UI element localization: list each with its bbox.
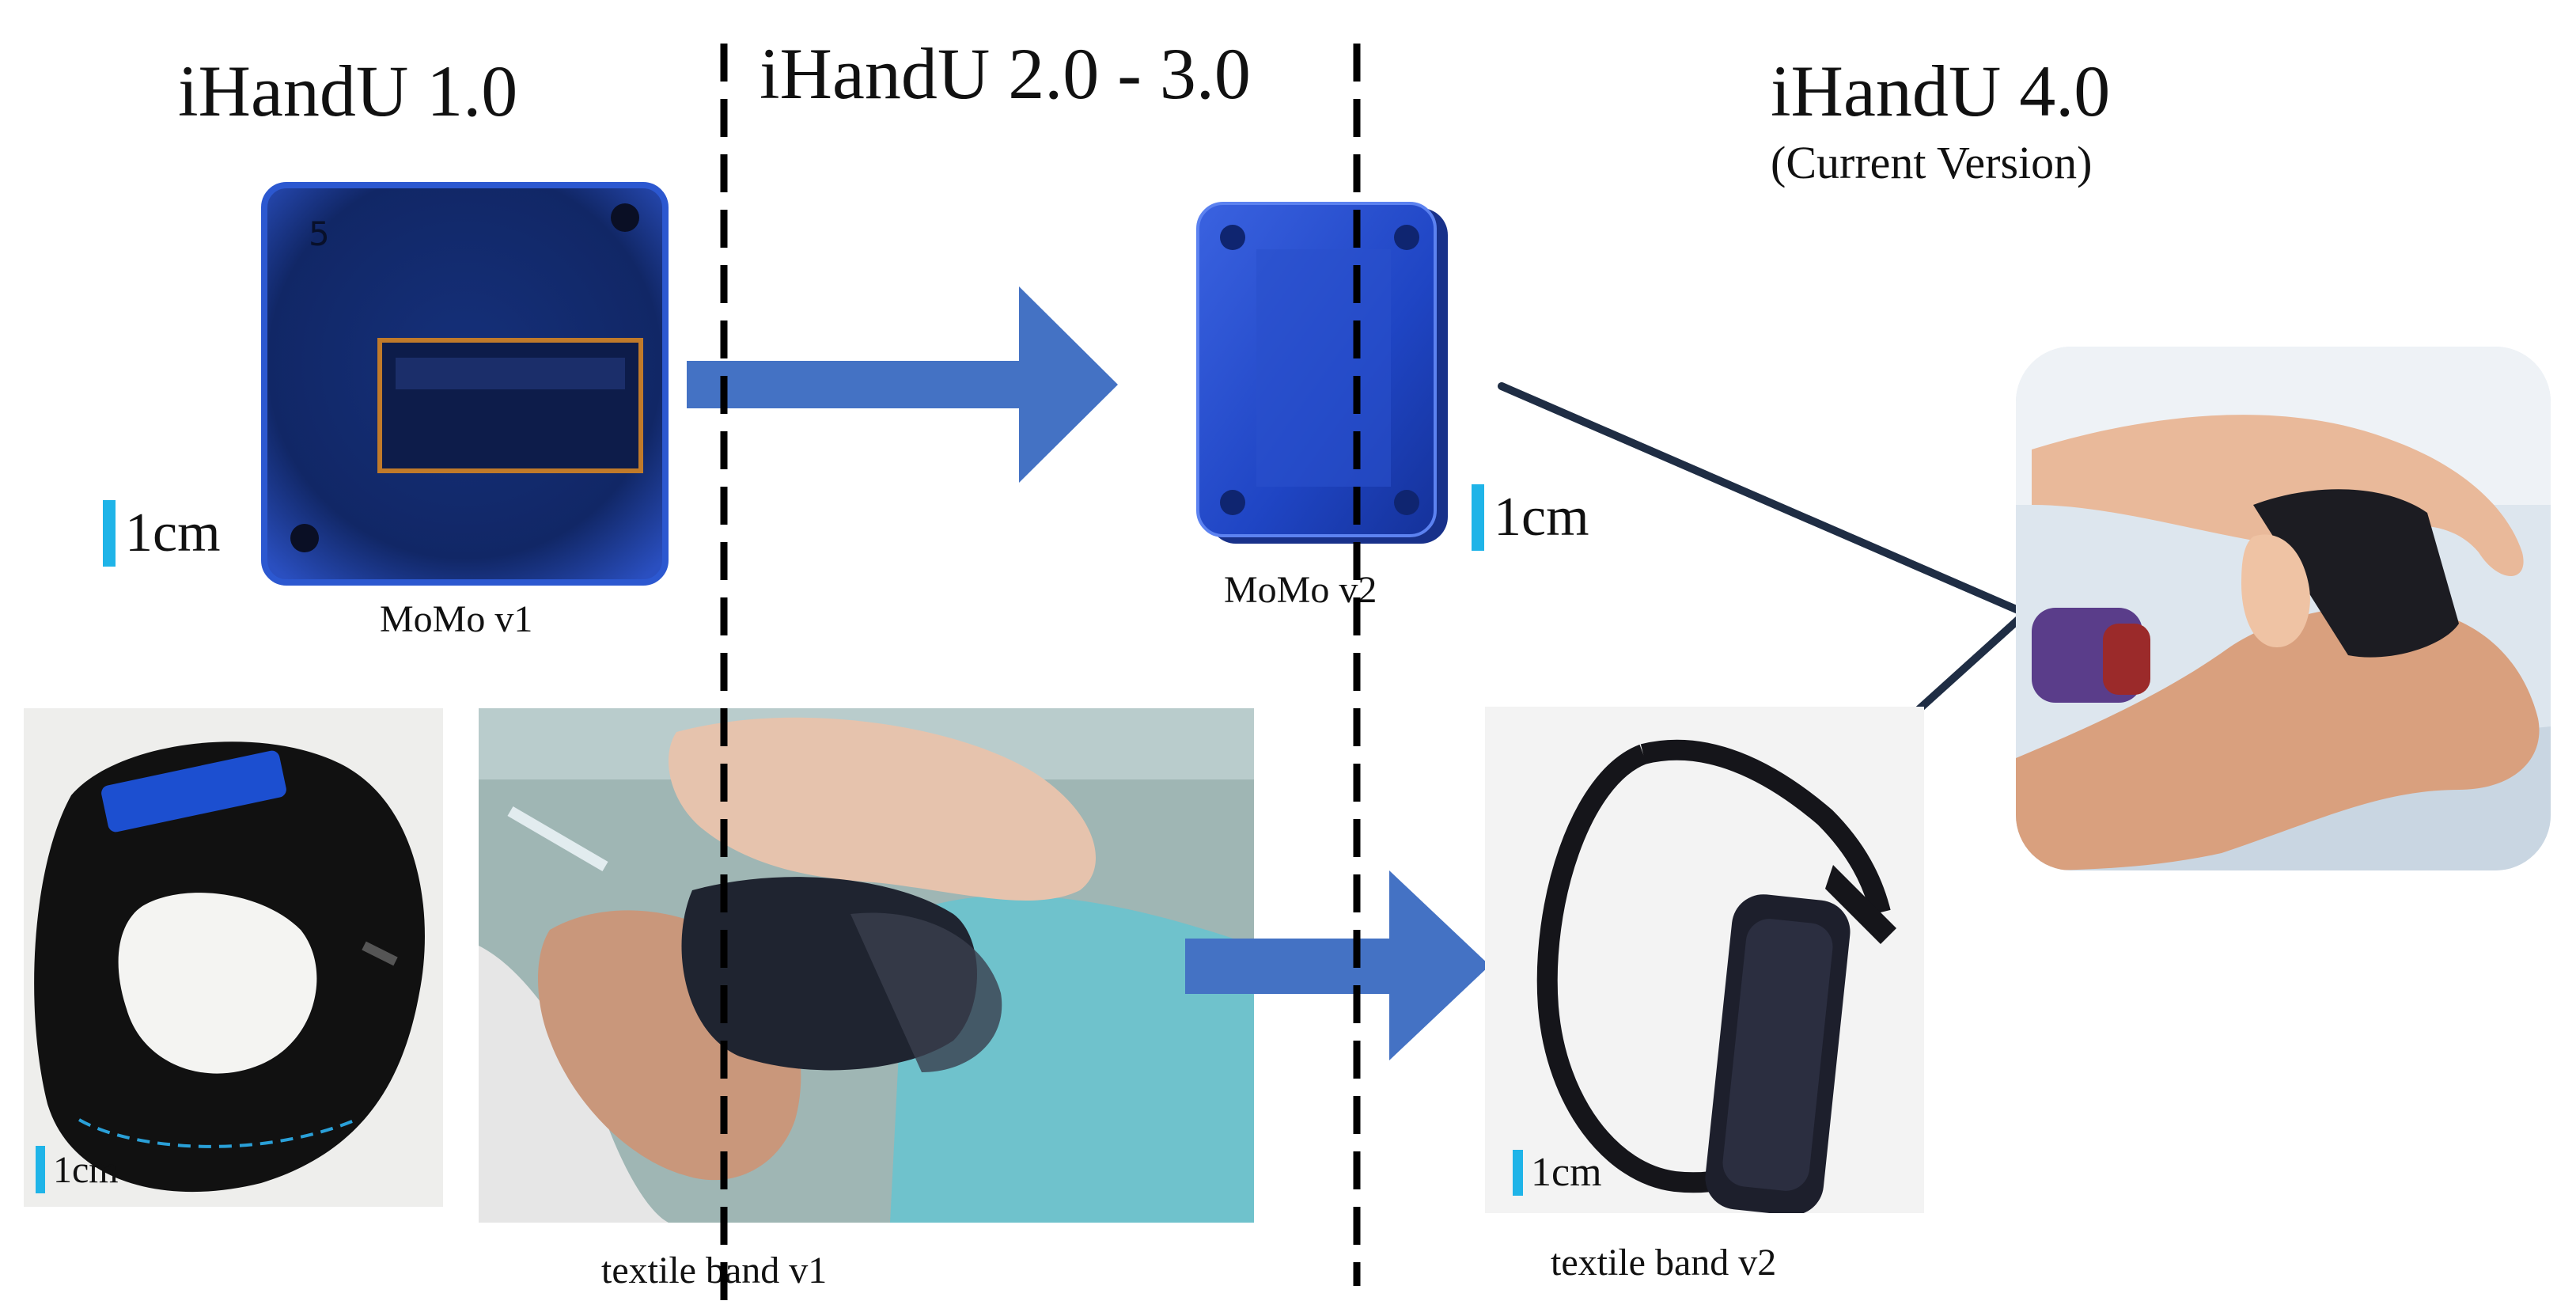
arrow-right-bottom — [1185, 870, 1490, 1060]
textile-band-v2-photo — [1485, 707, 1924, 1213]
scale-bar-band-v1: 1cm — [36, 1146, 119, 1193]
dashed-divider-left — [720, 44, 728, 1316]
title-ihandu-4: iHandU 4.0 — [1771, 51, 2111, 131]
caption-momo-v2: MoMo v2 — [1224, 569, 1377, 611]
ihandu-4-photo — [2016, 347, 2551, 870]
arrow-right-top — [687, 286, 1118, 483]
textile-band-v1-photo-b — [479, 708, 1254, 1223]
svg-text:5: 5 — [309, 214, 330, 253]
momo-v2-photo — [1193, 202, 1454, 550]
caption-momo-v1: MoMo v1 — [380, 598, 533, 640]
textile-band-v1-photo-a — [24, 708, 443, 1207]
scale-bar-momo-v2: 1cm — [1472, 484, 1589, 551]
scale-bar-momo-v1: 1cm — [103, 500, 221, 567]
scale-bar-band-v2: 1cm — [1513, 1149, 1602, 1196]
subtitle-current-version: (Current Version) — [1771, 137, 2093, 188]
caption-textile-band-v2: textile band v2 — [1551, 1242, 1777, 1284]
caption-textile-band-v1: textile band v1 — [601, 1250, 828, 1291]
momo-v1-photo: 5 — [261, 182, 669, 586]
title-ihandu-1: iHandU 1.0 — [178, 51, 518, 131]
dashed-divider-right — [1353, 44, 1361, 1286]
title-ihandu-2-3: iHandU 2.0 - 3.0 — [760, 33, 1251, 114]
